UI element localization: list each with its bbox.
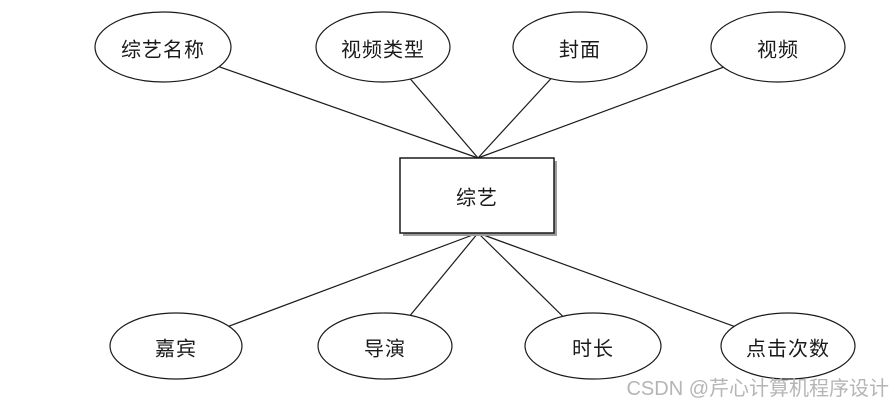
attribute-ellipse-duration [524,312,662,380]
attribute-label-cover: 封面 [559,39,601,62]
attribute-label-director: 导演 [364,338,406,361]
attribute-label-guest: 嘉宾 [155,338,197,361]
attribute-ellipses [94,11,856,380]
attribute-ellipse-click-count [720,312,856,380]
entity-label: 综艺 [456,187,498,210]
csdn-watermark: CSDN @芹心计算机程序设计 [626,378,889,400]
attribute-ellipse-video [710,11,846,83]
attribute-label-video-type: 视频类型 [341,39,425,62]
attribute-ellipse-name [94,11,232,83]
attribute-label-name: 综艺名称 [121,39,205,62]
attribute-ellipse-video-type [315,11,451,83]
attribute-label-duration: 时长 [572,338,614,361]
attribute-ellipse-guest [109,312,243,380]
entity-rect [399,157,555,234]
attribute-label-click-count: 点击次数 [746,338,830,361]
attribute-ellipse-cover [512,11,648,83]
attribute-ellipse-director [317,312,453,380]
attribute-label-video: 视频 [757,39,799,62]
